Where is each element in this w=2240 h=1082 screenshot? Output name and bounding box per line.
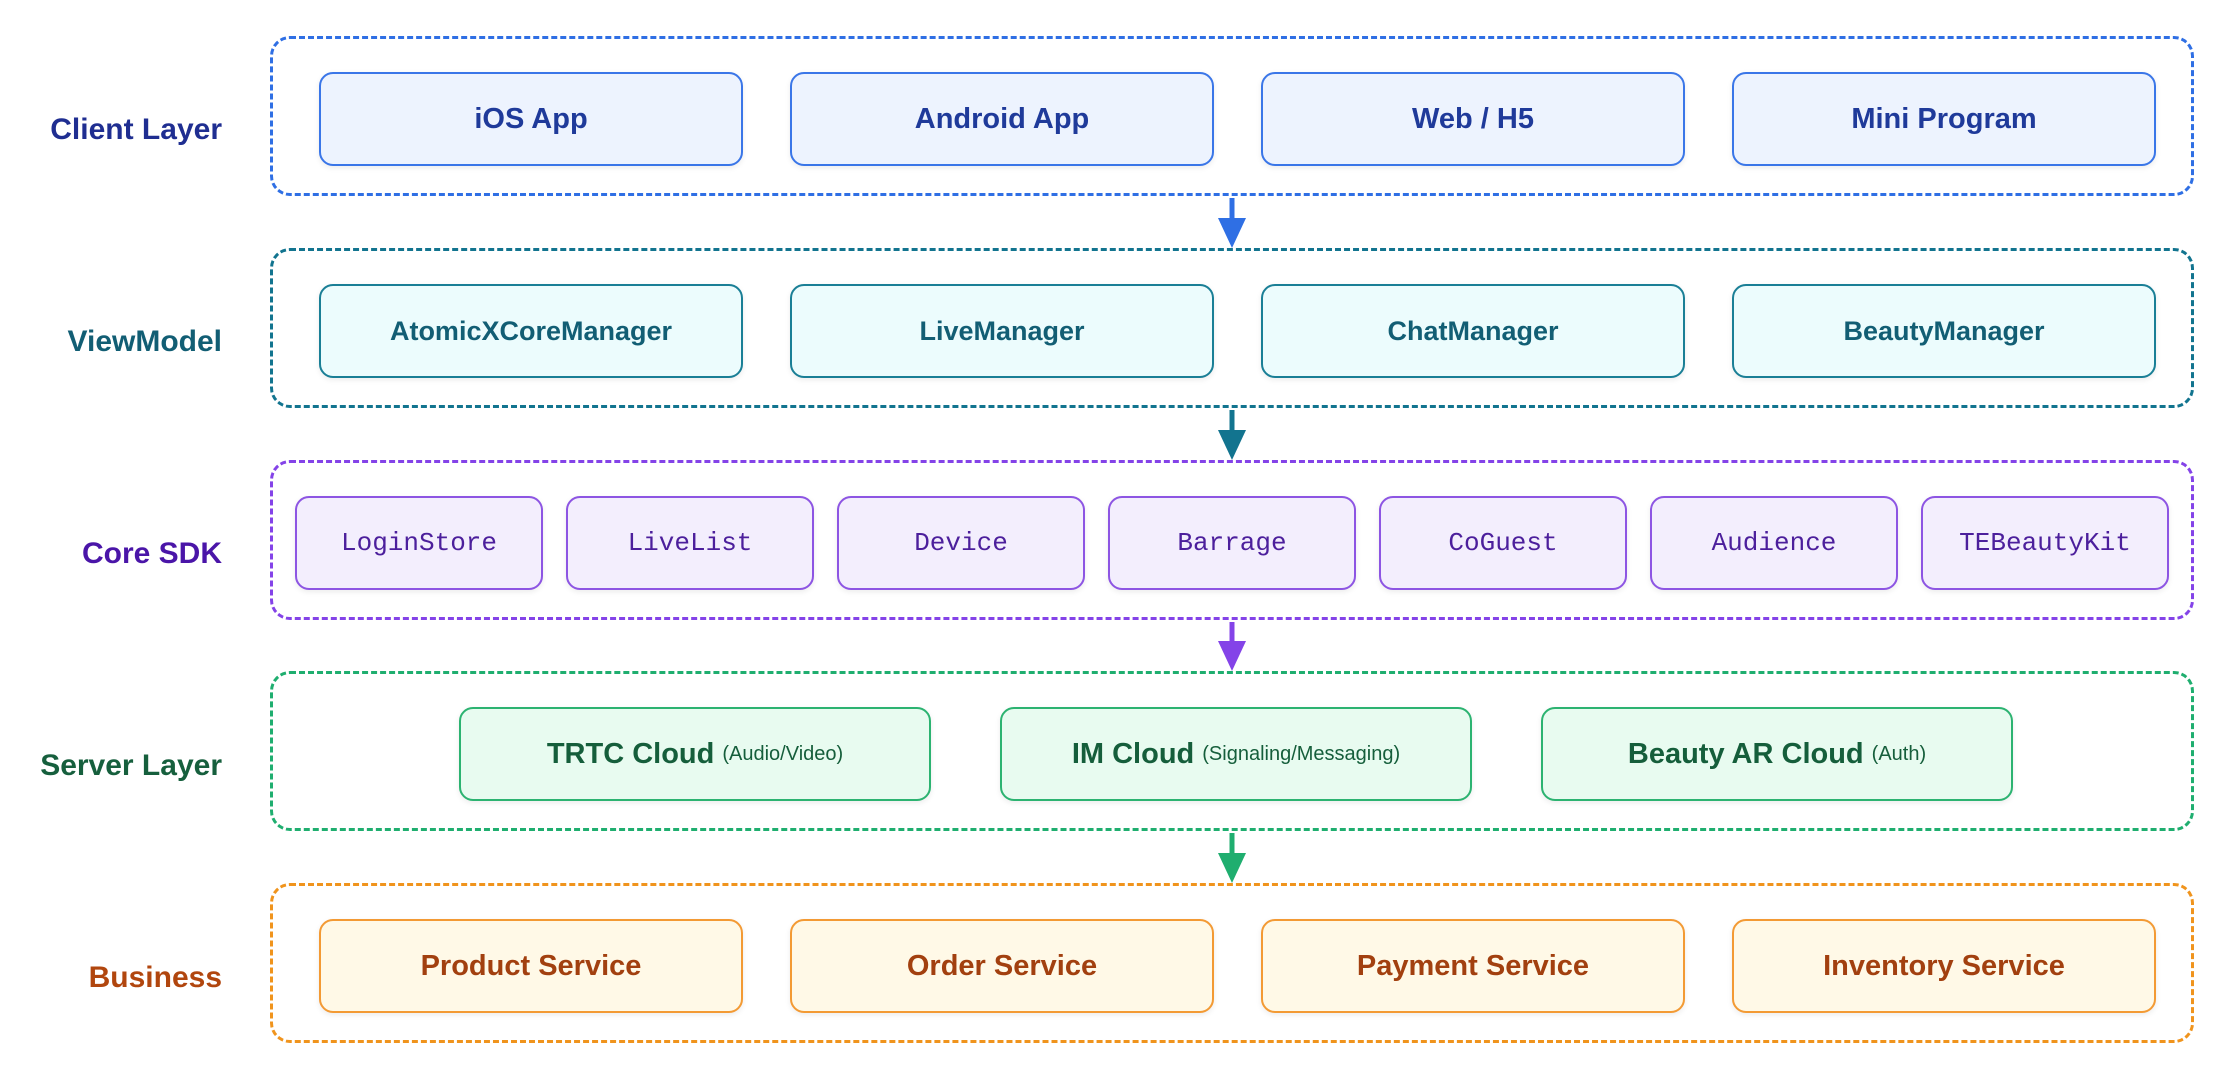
viewmodel-box-beauty: BeautyManager — [1732, 284, 2156, 378]
core-box-livelist: LiveList — [566, 496, 814, 590]
core-box-device: Device — [837, 496, 1085, 590]
viewmodel-box-chat: ChatManager — [1261, 284, 1685, 378]
layer-label-business: Business — [88, 961, 222, 994]
viewmodel-layer-container: AtomicXCoreManager LiveManager ChatManag… — [270, 248, 2194, 408]
viewmodel-box-live: LiveManager — [790, 284, 1214, 378]
server-trtc-note: (Audio/Video) — [722, 742, 844, 765]
server-beauty-ar-note: (Auth) — [1871, 742, 1927, 765]
business-box-payment: Payment Service — [1261, 919, 1685, 1013]
layer-label-client: Client Layer — [50, 113, 222, 146]
business-layer-container: Product Service Order Service Payment Se… — [270, 883, 2194, 1043]
core-box-tebeautykit: TEBeautyKit — [1921, 496, 2169, 590]
business-box-product: Product Service — [319, 919, 743, 1013]
server-beauty-ar-name: Beauty AR Cloud — [1627, 737, 1864, 770]
core-box-loginstore: LoginStore — [295, 496, 543, 590]
server-box-im: IM Cloud (Signaling/Messaging) — [1000, 707, 1472, 801]
server-im-name: IM Cloud — [1071, 737, 1195, 770]
layer-label-server: Server Layer — [40, 749, 222, 782]
client-box-ios: iOS App — [319, 72, 743, 166]
core-box-audience: Audience — [1650, 496, 1898, 590]
arrow-server-to-business — [1218, 833, 1246, 883]
server-im-note: (Signaling/Messaging) — [1202, 742, 1401, 765]
client-box-android: Android App — [790, 72, 1214, 166]
server-layer-container: TRTC Cloud (Audio/Video) IM Cloud (Signali… — [270, 671, 2194, 831]
core-box-coguest: CoGuest — [1379, 496, 1627, 590]
client-box-mini-program: Mini Program — [1732, 72, 2156, 166]
layer-label-viewmodel: ViewModel — [67, 325, 222, 358]
server-box-beauty-ar: Beauty AR Cloud (Auth) — [1541, 707, 2013, 801]
client-box-web: Web / H5 — [1261, 72, 1685, 166]
viewmodel-box-atomicx: AtomicXCoreManager — [319, 284, 743, 378]
arrow-core-to-server — [1218, 622, 1246, 671]
server-box-trtc: TRTC Cloud (Audio/Video) — [459, 707, 931, 801]
layer-label-core: Core SDK — [81, 537, 222, 570]
core-layer-container: LoginStore LiveList Device Barrage CoGue… — [270, 460, 2194, 620]
arrow-client-to-viewmodel — [1218, 198, 1246, 248]
client-layer-container: iOS App Android App Web / H5 Mini Progra… — [270, 36, 2194, 196]
arrow-viewmodel-to-core — [1218, 410, 1246, 460]
server-trtc-name: TRTC Cloud — [546, 737, 715, 770]
core-box-barrage: Barrage — [1108, 496, 1356, 590]
business-box-order: Order Service — [790, 919, 1214, 1013]
business-box-inventory: Inventory Service — [1732, 919, 2156, 1013]
